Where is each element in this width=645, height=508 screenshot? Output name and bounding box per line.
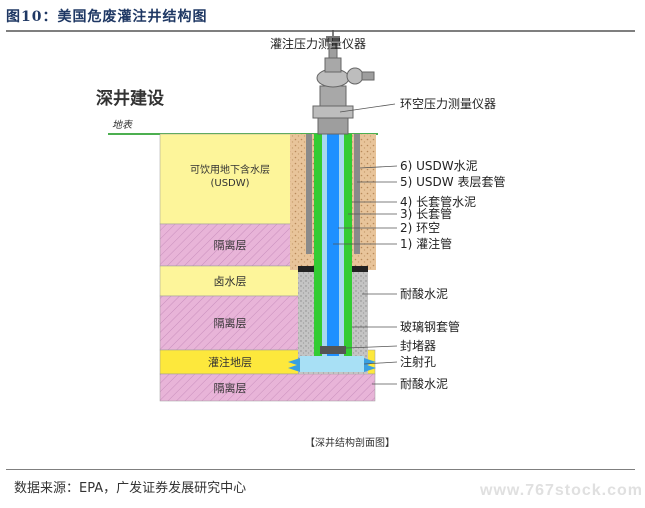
injection-tubing-label: 1) 灌注管 <box>400 236 452 251</box>
confining-layer-3 <box>159 373 376 402</box>
acid-cement-label-2: 耐酸水泥 <box>400 376 448 391</box>
injection-tubing <box>327 130 339 356</box>
diagram-heading: 深井建设 <box>96 88 164 109</box>
long-casing-left <box>314 134 322 360</box>
figure-title: 图10：美国危废灌注井结构图 <box>6 9 208 25</box>
surface-casing-right <box>354 134 360 254</box>
usdw-casing-label: 5) USDW 表层套管 <box>400 174 505 189</box>
confining-layer-2 <box>159 295 301 351</box>
injection-chamber <box>300 356 364 372</box>
aquifer-label: 可饮用地下含水层 <box>190 163 270 176</box>
packer <box>320 346 346 354</box>
gauge-icon <box>326 30 340 42</box>
source-note: 数据来源：EPA，广发证券发展研究中心 <box>14 481 247 496</box>
perforations-label: 注射孔 <box>400 354 436 369</box>
wellhead <box>312 43 375 135</box>
aquifer-sub-label: (USDW) <box>210 178 249 189</box>
injection-pressure-gauge-label: 灌注压力测量仪器 <box>270 36 366 51</box>
diagram-caption: 【深井结构剖面图】 <box>305 436 395 449</box>
annulus-pressure-gauge-label: 环空压力测量仪器 <box>400 97 496 111</box>
usdw-cement-label: 6) USDW水泥 <box>400 159 478 173</box>
confining-label-3: 隔离层 <box>214 381 247 395</box>
footer-divider <box>6 469 635 470</box>
title-divider <box>6 30 635 32</box>
surface-label: 地表 <box>112 119 133 131</box>
packer-label: 封堵器 <box>400 339 436 353</box>
confining-label-2: 隔离层 <box>214 316 247 330</box>
long-casing-right <box>344 134 352 360</box>
callout-leaders <box>333 103 398 385</box>
annulus-label: 2) 环空 <box>400 221 440 235</box>
confining-label-1: 隔离层 <box>214 238 247 252</box>
acid-cement-label-1: 耐酸水泥 <box>400 286 448 301</box>
injection-zone-label: 灌注地层 <box>208 355 252 369</box>
long-casing-label: 3) 长套管 <box>400 206 452 221</box>
watermark: www.767stock.com <box>480 482 644 499</box>
long-casing-cement-label: 4) 长套管水泥 <box>400 194 476 209</box>
fiberglass-casing-label: 玻璃钢套管 <box>400 319 460 334</box>
surface-casing-left <box>306 134 312 254</box>
brine-layer <box>159 265 301 297</box>
brine-label: 卤水层 <box>214 275 247 288</box>
confining-layer-1 <box>159 223 301 267</box>
aquifer-layer <box>159 133 301 225</box>
